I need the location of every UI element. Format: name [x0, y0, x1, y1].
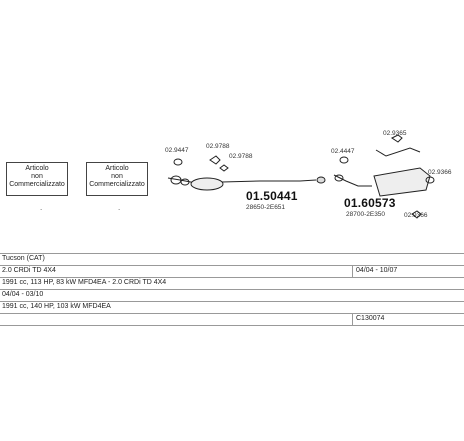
box-right-line1: Articolo — [105, 165, 129, 172]
box-right-line2: non — [111, 173, 123, 180]
bracket-2 — [219, 164, 229, 172]
rear-gasket-1 — [339, 156, 349, 164]
rear-silencer — [373, 167, 431, 197]
table-line-1 — [0, 265, 464, 266]
part-label-3[interactable]: 02.9788 — [229, 153, 253, 160]
box-left-line2: non — [31, 173, 43, 180]
rear-pipe — [333, 174, 372, 187]
catalog-code: C130074 — [356, 315, 385, 322]
middle-part-number[interactable]: 01.50441 — [246, 189, 298, 203]
table-line-5 — [0, 313, 464, 314]
model-name: Tucson (CAT) — [2, 255, 45, 262]
middle-silencer — [190, 177, 224, 191]
date-range-2: 04/04 - 03/10 — [2, 291, 44, 298]
part-label-2[interactable]: 02.9788 — [206, 143, 230, 150]
table-line-0 — [0, 253, 464, 254]
table-divider-2 — [352, 313, 353, 325]
table-line-6 — [0, 325, 464, 326]
hanger-1 — [170, 175, 182, 185]
engine-spec-1: 1991 cc, 113 HP, 83 kW MFD4EA - 2.0 CRDi… — [2, 279, 167, 286]
box-right-line3: Commercializzato — [89, 181, 145, 188]
part-label-6[interactable]: 02.9366 — [428, 169, 452, 176]
dot-right: . — [118, 203, 121, 212]
exhaust-system-drawing — [167, 134, 435, 219]
box-left-line1: Articolo — [25, 165, 49, 172]
dot-left: . — [40, 203, 43, 212]
exhaust-diagram: Articolo non Commercializzato . Articolo… — [6, 130, 452, 219]
table-line-3 — [0, 289, 464, 290]
tail-pipe — [375, 147, 421, 157]
engine-spec-2: 1991 cc, 140 HP, 103 kW MFD4EA — [2, 303, 111, 310]
not-available-box-right: Articolo non Commercializzato — [86, 162, 148, 196]
rear-hanger-bottom — [411, 210, 422, 219]
not-available-box-left: Articolo non Commercializzato — [6, 162, 68, 196]
table-row: 1991 cc, 113 HP, 83 kW MFD4EA - 2.0 CRDi… — [0, 277, 464, 289]
engine-label-1: 2.0 CRDi TD 4X4 — [2, 267, 56, 274]
gasket-1 — [173, 158, 183, 166]
part-label-7[interactable]: 02.9366 — [404, 212, 428, 219]
table-row: C130074 — [0, 313, 464, 325]
middle-pipe — [221, 179, 317, 183]
table-row: Tucson (CAT) — [0, 253, 464, 265]
box-left-line3: Commercializzato — [9, 181, 65, 188]
part-label-1[interactable]: 02.9447 — [165, 147, 189, 154]
rear-part-number[interactable]: 01.60573 — [344, 196, 396, 210]
part-label-4[interactable]: 02.4447 — [331, 148, 355, 155]
table-row: 2.0 CRDi TD 4X4 04/04 - 10/07 — [0, 265, 464, 277]
hanger-2 — [180, 178, 190, 186]
table-line-2 — [0, 277, 464, 278]
table-row: 1991 cc, 140 HP, 103 kW MFD4EA — [0, 301, 464, 313]
date-range-1: 04/04 - 10/07 — [356, 267, 398, 274]
table-divider — [352, 265, 353, 277]
table-row: 04/04 - 03/10 — [0, 289, 464, 301]
clamp-2 — [334, 174, 344, 182]
rear-hanger-top — [391, 134, 403, 143]
bracket-1 — [209, 155, 221, 165]
rear-oem-number: 28700-2E350 — [346, 211, 386, 218]
middle-oem-number: 28650-2E651 — [246, 204, 286, 211]
table-line-4 — [0, 301, 464, 302]
rear-gasket-2 — [425, 176, 435, 184]
front-pipe — [167, 177, 197, 184]
part-label-5[interactable]: 02.9365 — [383, 130, 407, 137]
pipe-clamp-1 — [316, 176, 326, 184]
